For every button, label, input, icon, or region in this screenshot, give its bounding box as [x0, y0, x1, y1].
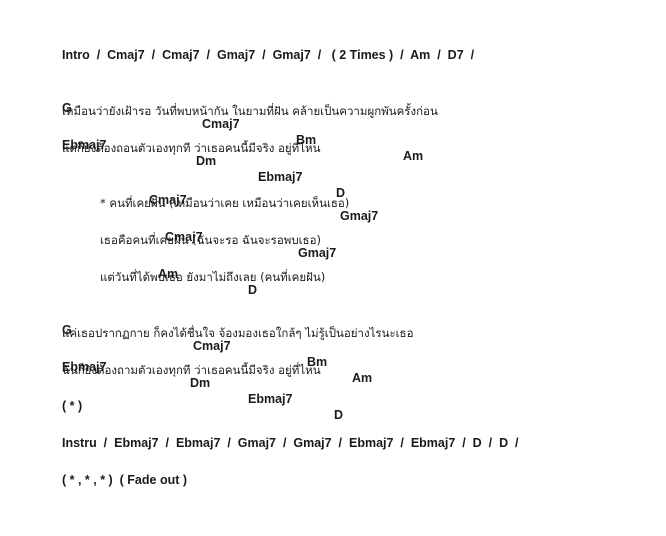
- chord-row: Cmaj7 Gmaj7: [0, 213, 666, 260]
- chord: Ebmaj7: [248, 392, 293, 406]
- chord: Gmaj7: [340, 209, 379, 223]
- chord-row: G Cmaj7 Bm Am: [0, 84, 666, 163]
- chord: Bm: [296, 133, 317, 147]
- fade-out-label: ( Fade out ): [119, 473, 188, 487]
- chord: G: [62, 323, 72, 337]
- chord-row: Ebmaj7 Dm Ebmaj7 D: [0, 343, 666, 422]
- lyric-line: ฉันก็ยังต้องถามตัวเองทุกที ว่าเธอคนนี้มี…: [62, 363, 321, 377]
- chord: Gmaj7: [293, 436, 332, 450]
- repeat-count: ( 2 Times ): [331, 48, 394, 62]
- chord-row: Am D: [0, 250, 666, 297]
- lyric-line: แต่ก็ยังต้องถอนตัวเองทุกที ว่าเธอคนนี้มี…: [62, 141, 321, 155]
- lyric-line: * คนที่เคยฝัน (เหมือนว่าเคย เหมือนว่าเคย…: [100, 196, 350, 210]
- chord: Am: [403, 149, 424, 163]
- chord: D: [499, 436, 509, 450]
- lyric-line: เหมือนว่ายังเฝ้ารอ วันที่พบหน้ากัน ในยาม…: [62, 104, 438, 118]
- chord: Ebmaj7: [62, 360, 107, 374]
- instru-line: Instru / Ebmaj7 / Ebmaj7 / Gmaj7 / Gmaj7…: [62, 436, 519, 450]
- lyric-line: เธอคือคนที่เคยฝัน (ฉันจะรอ ฉันจะรอพบเธอ): [100, 233, 321, 247]
- chord: Ebmaj7: [114, 436, 159, 450]
- chord: Gmaj7: [272, 48, 311, 62]
- chord: Cmaj7: [165, 230, 203, 244]
- chord: Ebmaj7: [62, 138, 107, 152]
- chord: Gmaj7: [216, 48, 256, 62]
- repeat-marker: ( * ): [62, 399, 83, 413]
- chord: D: [334, 408, 344, 422]
- outro-marks: ( * , * , * ): [62, 473, 113, 487]
- outro-line: ( * , * , * ) ( Fade out ): [62, 472, 187, 488]
- chord: Ebmaj7: [258, 170, 303, 184]
- chord: Gmaj7: [237, 436, 277, 450]
- intro-line: Intro / Cmaj7 / Cmaj7 / Gmaj7 / Gmaj7 / …: [62, 48, 475, 62]
- chord: Cmaj7: [193, 339, 231, 353]
- chord: Dm: [190, 376, 211, 390]
- chord: Cmaj7: [202, 117, 240, 131]
- chord: Am: [158, 267, 179, 281]
- lyric-line: แต่วันที่ได้พบเธอ ยังมาไม่ถึงเลย (คนที่เ…: [100, 270, 326, 284]
- chord: Cmaj7: [162, 48, 200, 62]
- chord: Ebmaj7: [175, 436, 221, 450]
- instru-label: Instru: [62, 436, 97, 450]
- intro-label: Intro: [62, 48, 90, 62]
- chord: D7: [447, 48, 464, 62]
- chord: Am: [410, 48, 431, 62]
- chord: D: [472, 436, 482, 450]
- chord-row: G Cmaj7 Bm Am: [0, 306, 666, 385]
- chord: D: [336, 186, 346, 200]
- lyric-line: แค่เธอปรากฏกาย ก็คงได้ชื่นใจ จ้องมองเธอใ…: [62, 326, 414, 340]
- chord: Ebmaj7: [348, 436, 394, 450]
- chord: Am: [352, 371, 373, 385]
- chord-row: Ebmaj7 Dm Ebmaj7 D: [0, 121, 666, 200]
- chord: Gmaj7: [298, 246, 337, 260]
- chord: G: [62, 101, 72, 115]
- chord-row: Cmaj7 Gmaj7: [0, 176, 666, 223]
- chord: Dm: [196, 154, 217, 168]
- chord: D: [248, 283, 258, 297]
- chord: Cmaj7: [107, 48, 145, 62]
- chord: Bm: [307, 355, 328, 369]
- chord: Cmaj7: [149, 193, 187, 207]
- chord: Ebmaj7: [410, 436, 456, 450]
